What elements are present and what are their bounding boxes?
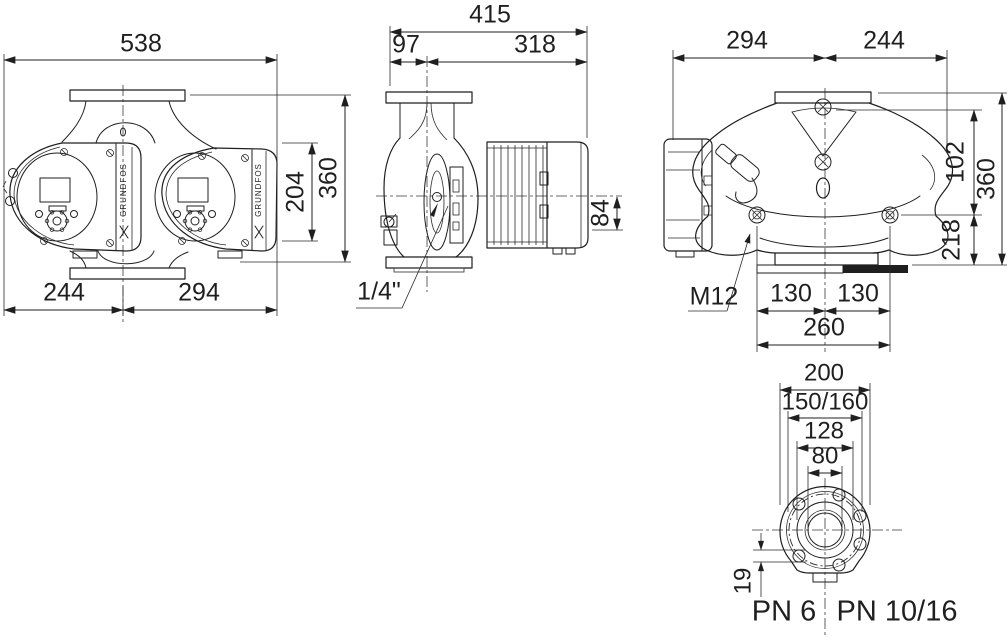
rotated-head-lens xyxy=(423,153,451,251)
dim-front-bolt-left: 130 xyxy=(770,280,812,308)
front-view-body xyxy=(663,91,953,274)
dim-top-bottom-left: 244 xyxy=(43,279,85,307)
bolt-holes-pn1016 xyxy=(832,488,867,572)
control-box-side xyxy=(546,141,589,255)
flange-detail-view: 200 150/160 128 80 19 PN 6 PN 10/16 xyxy=(729,359,957,638)
front-view-dimensions: 294 244 102 218 360 130 130 260 M12 xyxy=(672,27,1007,352)
vent-plug-assembly xyxy=(715,143,760,204)
dim-front-bolt-span: 260 xyxy=(803,314,845,342)
dim-flange-bore: 80 xyxy=(812,442,839,469)
dim-side-flange-to-center: 97 xyxy=(392,31,420,59)
dim-front-overall-height: 360 xyxy=(973,158,1001,200)
flange-dimensions: 200 150/160 128 80 19 PN 6 PN 10/16 xyxy=(729,359,957,627)
side-view-dimensions: 415 97 318 84 1/4" xyxy=(356,1,623,309)
pn1016-label: PN 10/16 xyxy=(837,596,958,628)
grundfos-logo-text: GRUNDFOS xyxy=(119,163,128,217)
clamp-detail xyxy=(380,213,398,246)
screw-icon xyxy=(178,152,249,247)
flange-foot-dark xyxy=(843,265,908,273)
clamp-bolt-right xyxy=(881,206,899,224)
pn6-label: PN 6 xyxy=(752,596,816,628)
top-view-body xyxy=(61,89,243,280)
screw-icon xyxy=(40,148,114,247)
flange-tab xyxy=(812,572,838,583)
dim-front-top-to-clamp: 102 xyxy=(942,141,970,183)
clamp-bolt-left xyxy=(748,206,766,224)
bolt-circle xyxy=(788,493,862,567)
display-panel xyxy=(177,177,209,203)
display-panel xyxy=(39,177,71,203)
clamp-bolt-label: M12 xyxy=(690,283,739,311)
screw-icon xyxy=(814,98,832,199)
vent-plug-label: 1/4" xyxy=(357,278,401,306)
pump-head-right: GRUNDFOS xyxy=(154,147,278,252)
dim-front-span-left: 294 xyxy=(726,27,768,55)
vent-plug-icon xyxy=(432,192,442,202)
terminal-plate xyxy=(449,166,464,244)
dim-front-span-right: 244 xyxy=(863,27,905,55)
side-view: 415 97 318 84 1/4" xyxy=(356,1,623,309)
top-view-dimensions: 538 244 294 204 360 xyxy=(3,30,351,316)
dim-side-center-to-end: 318 xyxy=(514,31,556,59)
dim-top-head-height: 204 xyxy=(282,171,310,213)
coupling-detail xyxy=(2,168,18,206)
motor-box-front xyxy=(663,138,713,258)
dim-side-box-height: 84 xyxy=(587,199,615,227)
side-view-body xyxy=(380,91,589,273)
dim-front-bolt-right: 130 xyxy=(837,280,879,308)
dim-top-bottom-right: 294 xyxy=(178,279,220,307)
dim-flange-outer-diameter: 200 xyxy=(804,359,844,386)
grundfos-logo-text: GRUNDFOS xyxy=(254,163,263,217)
bore-circle xyxy=(807,512,843,548)
dim-top-overall-height: 360 xyxy=(315,157,343,199)
dim-front-clamp-to-bottom: 218 xyxy=(938,219,966,261)
dim-flange-raised-face: 128 xyxy=(804,417,844,444)
control-buttons xyxy=(35,210,78,232)
grundfos-x-icon xyxy=(119,225,129,239)
control-buttons xyxy=(173,210,216,232)
front-view: 294 244 102 218 360 130 130 260 M12 xyxy=(663,27,1007,352)
dim-side-total-length: 415 xyxy=(469,1,511,29)
grundfos-x-icon xyxy=(254,225,264,239)
motor-fins xyxy=(486,141,549,249)
pump-head-left: GRUNDFOS xyxy=(2,142,142,252)
dim-flange-bolt-circles: 150/160 xyxy=(782,388,869,415)
dim-top-total-width: 538 xyxy=(120,30,162,58)
dim-flange-hole-diameter: 19 xyxy=(729,568,756,595)
top-view: GRUNDFOS xyxy=(2,30,351,322)
